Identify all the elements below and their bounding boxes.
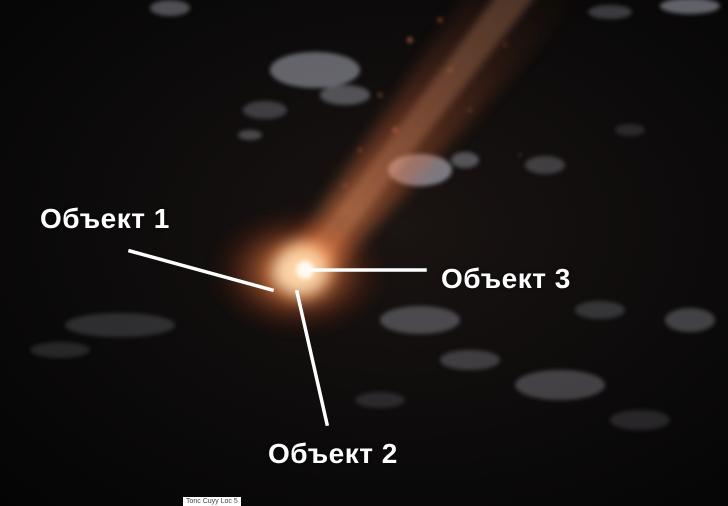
dust-specks xyxy=(343,18,522,187)
object-1-label: Объект 1 xyxy=(40,203,170,234)
image-credit: Tonc Cuyy Loc 5 xyxy=(183,497,241,506)
cloud-wisps xyxy=(30,0,720,430)
pointer-line-object-2 xyxy=(294,289,330,427)
pointer-line-object-1 xyxy=(127,248,275,293)
comet-nucleus xyxy=(203,202,393,342)
object-3-label: Объект 3 xyxy=(441,263,571,294)
pointer-lines xyxy=(127,248,427,427)
object-2-label: Объект 2 xyxy=(268,438,398,469)
